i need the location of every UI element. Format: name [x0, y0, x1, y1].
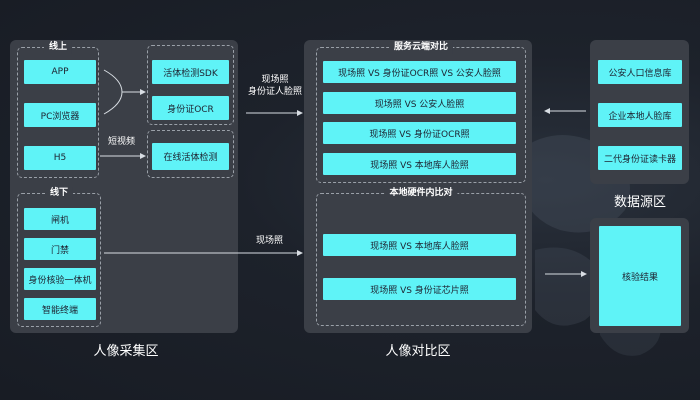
verification-result-box[interactable]: 核验结果	[599, 226, 681, 326]
device-gate[interactable]: 闸机	[24, 208, 96, 230]
online-merge-bracket	[103, 69, 123, 115]
offline-group-title: 线下	[44, 187, 74, 200]
online-liveness-box[interactable]: 在线活体检测	[152, 143, 229, 170]
device-id-verifier[interactable]: 身份核验一体机	[24, 268, 96, 290]
online-group: 线上	[17, 41, 99, 178]
datasource-police-db[interactable]: 公安人口信息库	[598, 60, 682, 84]
compare-zone-title: 人像对比区	[385, 344, 451, 359]
cloud-compare-item-4[interactable]: 现场照 VS 本地库人脸照	[323, 153, 516, 175]
source-app[interactable]: APP	[24, 60, 96, 84]
device-smart-terminal[interactable]: 智能终端	[24, 298, 96, 320]
online-liveness-group	[147, 130, 234, 178]
cloud-compare-title: 服务云端对比	[388, 41, 454, 54]
id-ocr-box[interactable]: 身份证OCR	[152, 96, 229, 120]
cloud-compare-item-1[interactable]: 现场照 VS 身份证OCR照 VS 公安人脸照	[323, 61, 516, 83]
online-to-cloud-label: 现场照 身份证人脸照	[248, 75, 303, 97]
cloud-compare-item-2[interactable]: 现场照 VS 公安人脸照	[323, 92, 516, 114]
offline-to-local-label: 现场照	[256, 236, 284, 246]
datasource-id-card-reader[interactable]: 二代身份证读卡器	[598, 146, 682, 170]
cloud-compare-item-3[interactable]: 现场照 VS 身份证OCR照	[323, 122, 516, 144]
local-compare-group: 本地硬件内比对	[316, 187, 526, 326]
liveness-sdk-box[interactable]: 活体检测SDK	[152, 60, 229, 84]
datasource-zone-title: 数据源区	[613, 195, 666, 210]
local-compare-item-2[interactable]: 现场照 VS 身份证芯片照	[323, 278, 516, 300]
online-group-title: 线上	[43, 41, 73, 54]
device-access-control[interactable]: 门禁	[24, 238, 96, 260]
source-pc-browser[interactable]: PC浏览器	[24, 103, 96, 127]
local-compare-title: 本地硬件内比对	[384, 187, 458, 200]
source-h5[interactable]: H5	[24, 146, 96, 170]
cloud-compare-group: 服务云端对比	[316, 41, 526, 183]
offline-group: 线下	[17, 187, 101, 327]
sdk-group	[147, 45, 234, 125]
local-compare-item-1[interactable]: 现场照 VS 本地库人脸照	[323, 234, 516, 256]
datasource-enterprise-face-db[interactable]: 企业本地人脸库	[598, 103, 682, 127]
short-video-label: 短视频	[108, 137, 136, 147]
capture-zone-title: 人像采集区	[93, 344, 159, 359]
